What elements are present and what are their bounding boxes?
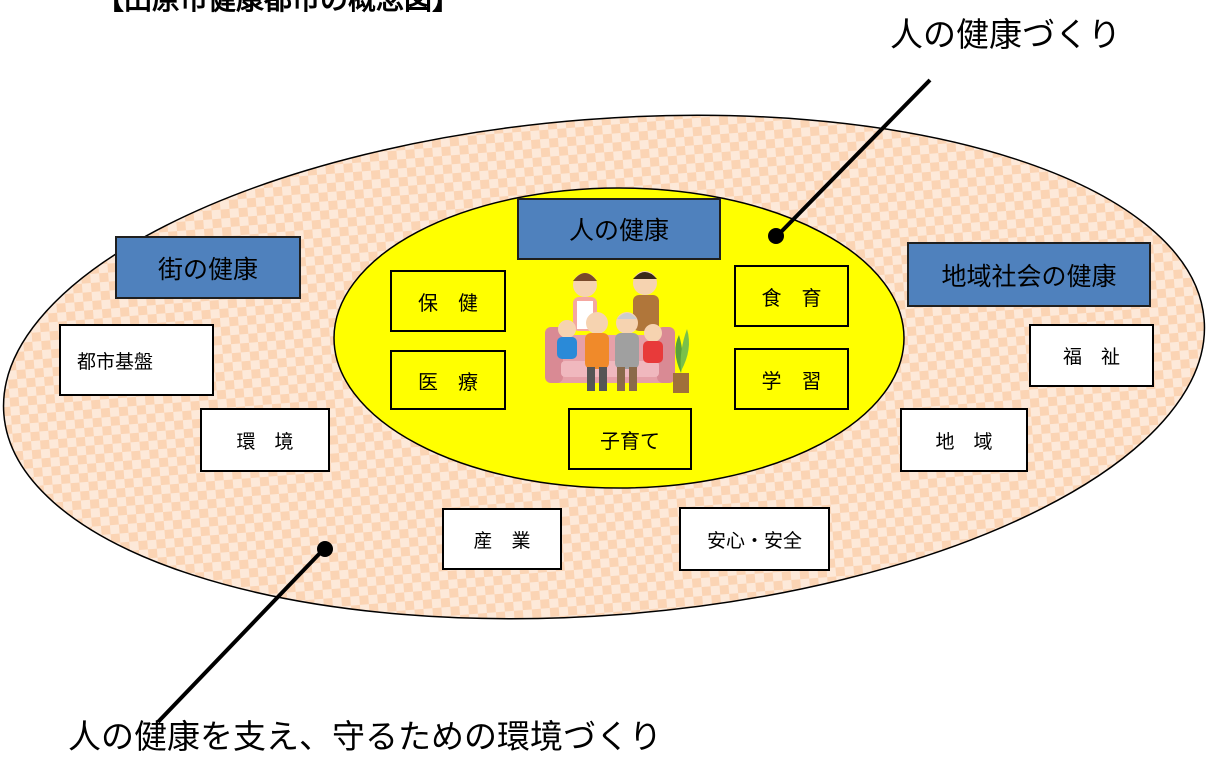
item-child-rearing: 子育て [568,408,692,470]
item-welfare: 福 祉 [1029,324,1154,387]
item-medical-treatment: 医 療 [390,350,506,410]
item-community: 地 域 [900,408,1028,472]
item-urban-infrastructure: 都市基盤 [59,324,214,396]
item-food-education: 食 育 [734,265,849,327]
callout-label-personal-health: 人の健康づくり [890,15,1121,54]
heading-city-health: 街の健康 [115,236,301,299]
item-safety-security: 安心・安全 [679,507,830,571]
family-icon [545,271,689,393]
callout-dot-environment [317,541,333,557]
heading-personal-health: 人の健康 [517,198,721,260]
item-industry: 産 業 [442,508,562,570]
page-title: 【田原市健康都市の概念図】 [96,0,460,14]
item-health-care: 保 健 [390,270,506,332]
callout-label-environment: 人の健康を支え、守るための環境づくり [68,717,662,756]
callout-line-personal-health [776,78,932,237]
item-learning: 学 習 [734,348,849,410]
heading-community-health: 地域社会の健康 [907,242,1151,307]
callout-dot-personal-health [768,228,784,244]
item-environment: 環 境 [200,408,330,472]
callout-line-environment [156,549,324,724]
